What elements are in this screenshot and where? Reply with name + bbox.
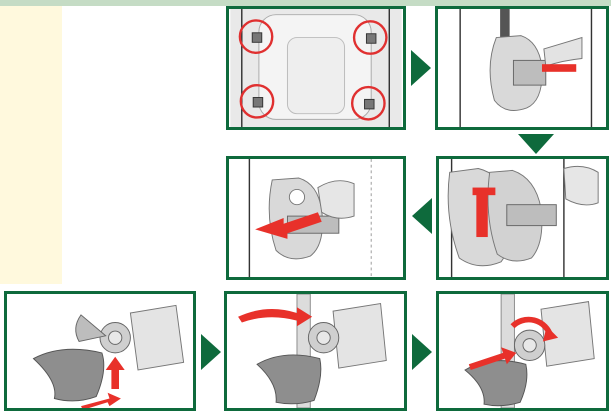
step-6-panel xyxy=(224,291,407,411)
slide-holder-left-icon xyxy=(440,159,605,277)
mounting-bracket-points-icon xyxy=(230,9,402,127)
flow-arrow-right-icon xyxy=(412,334,432,370)
step-4-panel xyxy=(436,156,609,280)
step-2-panel xyxy=(435,6,609,130)
screwdriver-release-icon xyxy=(439,9,605,127)
step-1-panel xyxy=(226,6,406,130)
clamp-press-up-icon xyxy=(8,294,192,408)
cream-margin xyxy=(0,6,62,284)
flow-arrow-down-icon xyxy=(518,134,554,154)
slide-holder-off-icon xyxy=(230,159,402,277)
attach-to-pole-icon xyxy=(228,294,403,408)
top-strip xyxy=(0,0,611,6)
flow-arrow-left-icon xyxy=(412,198,432,234)
flow-arrow-right-icon xyxy=(411,50,431,86)
step-7-panel xyxy=(436,291,609,411)
step-5-panel xyxy=(4,291,196,411)
flow-arrow-right-icon xyxy=(201,334,221,370)
step-3-panel xyxy=(226,156,406,280)
tighten-knob-icon xyxy=(440,294,605,408)
